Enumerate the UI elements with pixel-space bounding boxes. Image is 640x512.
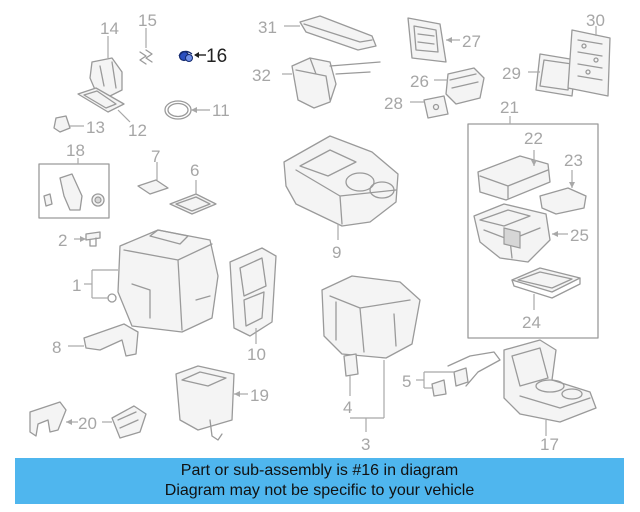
part-3[interactable]: 3	[321, 275, 421, 454]
callout-22: 22	[524, 129, 543, 148]
callout-8: 8	[52, 338, 61, 357]
callout-31: 31	[258, 18, 277, 37]
part-16-icon	[178, 50, 193, 62]
callout-25: 25	[570, 226, 589, 245]
banner-line-2: Diagram may not be specific to your vehi…	[164, 482, 475, 499]
callout-21: 21	[500, 98, 519, 117]
callout-9: 9	[332, 243, 341, 262]
part-10[interactable]: 10	[229, 247, 277, 364]
callout-29: 29	[502, 64, 521, 83]
part-26[interactable]: 26	[410, 67, 485, 105]
callout-3: 3	[361, 435, 370, 454]
part-18[interactable]: 18	[38, 141, 110, 219]
callout-24: 24	[522, 313, 541, 332]
callout-2: 2	[58, 231, 67, 250]
part-24[interactable]: 24	[511, 267, 581, 332]
callout-1: 1	[72, 276, 81, 295]
part-28[interactable]: 28	[384, 94, 449, 119]
part-29[interactable]: 29	[502, 53, 577, 97]
part-8[interactable]: 8	[52, 323, 139, 357]
callout-15: 15	[138, 11, 157, 30]
callout-10: 10	[247, 345, 266, 364]
part-27[interactable]: 27	[407, 17, 481, 63]
part-21[interactable]: 21	[467, 98, 599, 339]
part-15[interactable]: 15	[138, 11, 157, 65]
part-7[interactable]: 7	[137, 147, 169, 195]
part-14[interactable]: 14	[89, 19, 123, 97]
callout-23: 23	[564, 151, 583, 170]
part-31[interactable]: 31	[258, 15, 377, 51]
part-2[interactable]: 2	[58, 231, 101, 250]
callout-27: 27	[462, 32, 481, 51]
callout-32: 32	[252, 66, 271, 85]
part-30[interactable]: 30	[567, 11, 611, 97]
callout-30: 30	[586, 11, 605, 30]
part-6[interactable]: 6	[169, 161, 217, 215]
callout-13: 13	[86, 118, 105, 137]
callout-12: 12	[128, 121, 147, 140]
part-22[interactable]: 22	[477, 129, 551, 201]
callout-14: 14	[100, 19, 119, 38]
part-32[interactable]: 32	[252, 57, 381, 109]
callout-20: 20	[78, 414, 97, 433]
callout-11: 11	[212, 101, 230, 120]
part-12[interactable]: 12	[77, 87, 147, 140]
callout-26: 26	[410, 72, 429, 91]
callout-18: 18	[66, 141, 85, 160]
callout-19: 19	[250, 386, 269, 405]
part-19[interactable]: 19	[175, 365, 269, 441]
part-4[interactable]: 4	[343, 353, 359, 417]
callout-6: 6	[190, 161, 199, 180]
part-20[interactable]: 20	[29, 401, 147, 439]
part-23[interactable]: 23	[539, 151, 587, 215]
banner-line-1: Part or sub-assembly is #16 in diagram	[180, 462, 459, 479]
part-11[interactable]: 11	[164, 100, 230, 120]
part-25[interactable]: 25	[473, 203, 589, 263]
part-1[interactable]: 1	[72, 229, 219, 333]
part-9[interactable]: 9	[283, 135, 399, 262]
callout-4: 4	[343, 398, 352, 417]
callout-5: 5	[402, 372, 411, 391]
info-banner: Part or sub-assembly is #16 in diagram D…	[15, 458, 624, 504]
callout-28: 28	[384, 94, 403, 113]
part-5[interactable]: 5	[402, 351, 501, 397]
part-13[interactable]: 13	[53, 115, 105, 137]
callout-7: 7	[151, 147, 160, 166]
part-16[interactable]: 16	[178, 46, 227, 67]
part-17[interactable]: 17	[503, 339, 597, 454]
callout-17: 17	[540, 435, 559, 454]
callout-16: 16	[206, 46, 227, 67]
